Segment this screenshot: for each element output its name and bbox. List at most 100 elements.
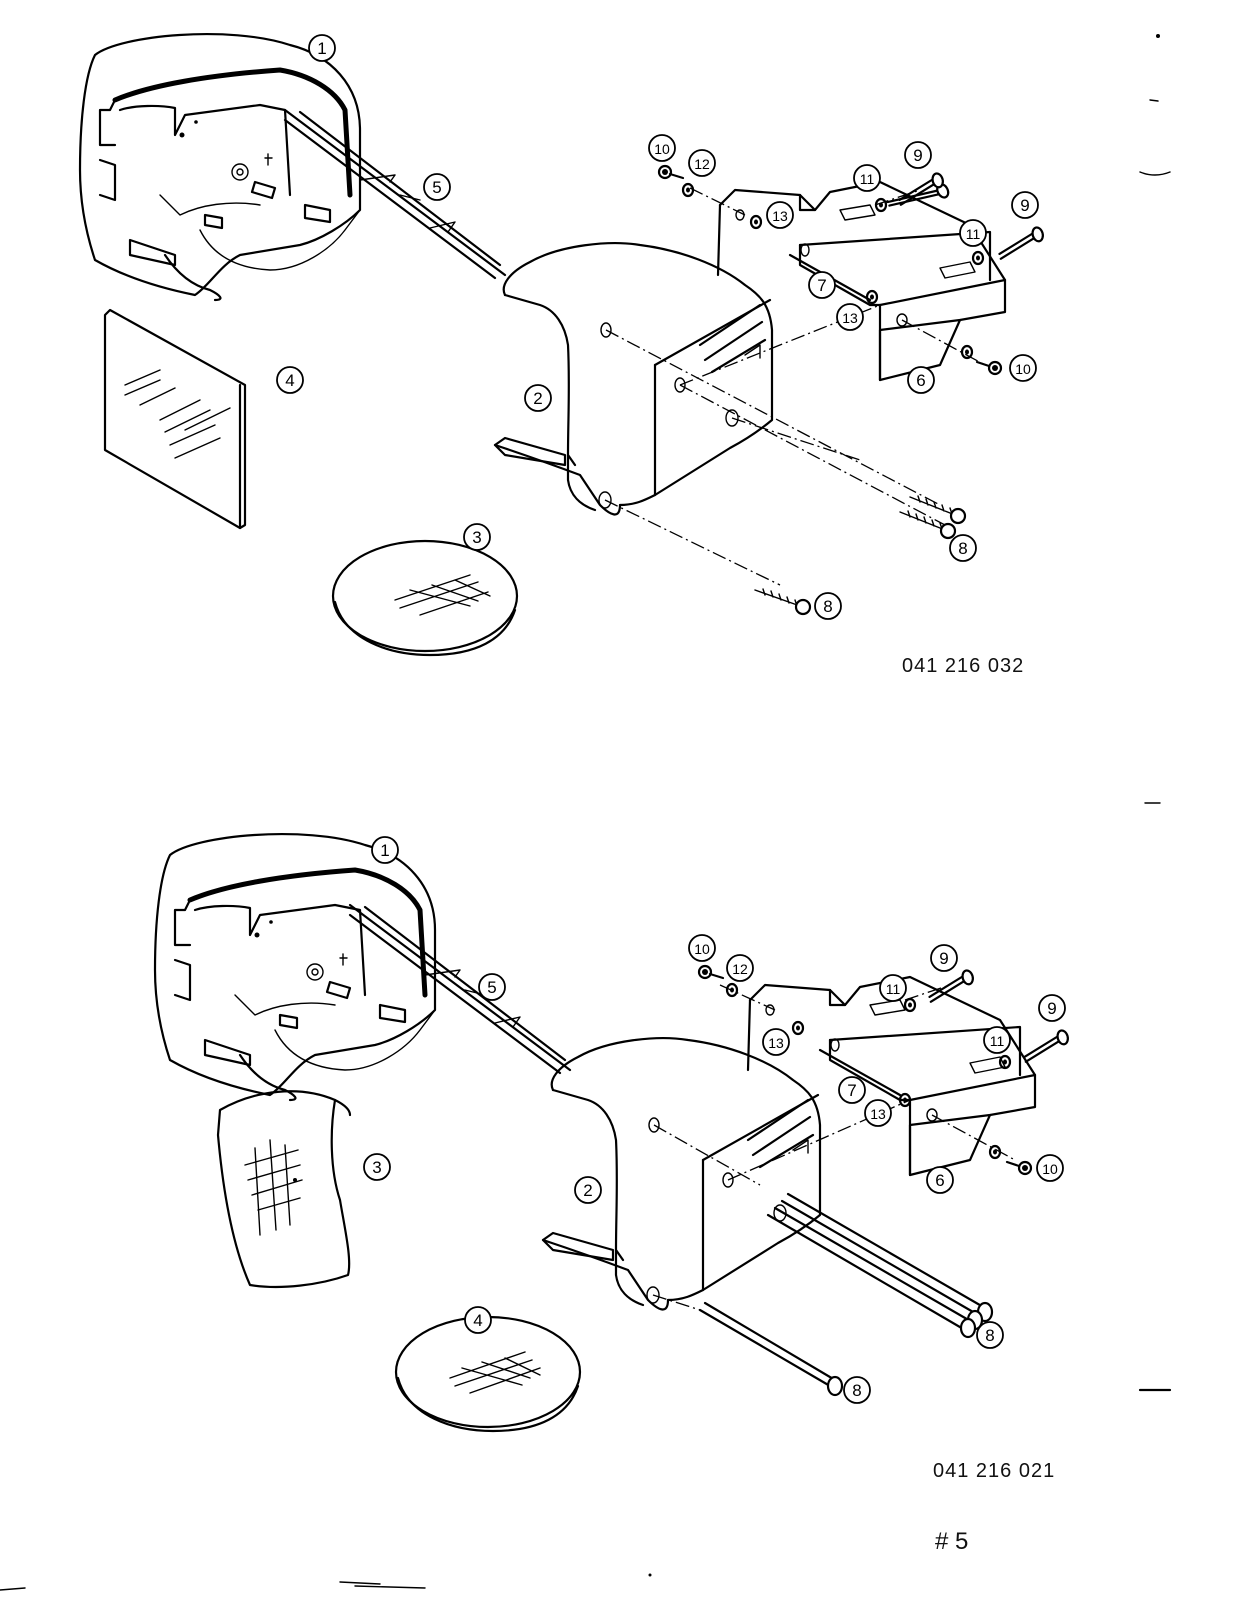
fasteners [697, 964, 1069, 1397]
callout-9: 9 [1011, 191, 1039, 219]
callout-label: 1 [317, 39, 326, 58]
bracket-part-6 [746, 975, 1037, 1177]
callout-label: 13 [842, 310, 858, 326]
callout-label: 2 [583, 1181, 592, 1200]
callout-13: 13 [766, 201, 794, 229]
callout-circle [726, 954, 754, 982]
callout-6: 6 [926, 1166, 954, 1194]
callout-12: 12 [726, 954, 754, 982]
callout-circle [648, 134, 676, 162]
callout-10: 10 [648, 134, 676, 162]
callout-8: 8 [843, 1376, 871, 1404]
callout-8: 8 [976, 1321, 1004, 1349]
callout-circle [276, 366, 304, 394]
callout-9: 9 [904, 141, 932, 169]
callout-label: 11 [990, 1033, 1005, 1049]
callout-circle [808, 271, 836, 299]
callout-label: 8 [958, 539, 967, 558]
callout-label: 11 [966, 226, 981, 242]
callout-label: 1 [380, 841, 389, 860]
callout-circle [478, 973, 506, 1001]
callout-7: 7 [808, 271, 836, 299]
callout-label: 10 [654, 141, 670, 157]
callout-5: 5 [478, 973, 506, 1001]
callout-circle [814, 592, 842, 620]
callout-8: 8 [949, 534, 977, 562]
housing-part-2 [541, 1037, 822, 1311]
callout-circle [926, 1166, 954, 1194]
hood-part-1 [80, 34, 360, 300]
callout-circle [423, 173, 451, 201]
callout-label: 4 [285, 371, 294, 390]
callout-11: 11 [879, 974, 907, 1002]
callout-3: 3 [363, 1153, 391, 1181]
page-number: # 5 [935, 1528, 969, 1555]
callout-label: 12 [732, 961, 748, 977]
callout-11: 11 [959, 219, 987, 247]
assembly-lines [652, 984, 1016, 1311]
callout-label: 9 [1047, 999, 1056, 1018]
drawing-number: 041 216 032 [902, 655, 1025, 677]
callout-10: 10 [1036, 1154, 1064, 1182]
callout-label: 8 [985, 1326, 994, 1345]
lens-part-3 [331, 539, 519, 657]
callout-label: 10 [694, 941, 710, 957]
callout-circle [838, 1076, 866, 1104]
callout-circle [464, 1306, 492, 1334]
drawing-number: 041 216 021 [933, 1460, 1056, 1482]
callout-9: 9 [930, 944, 958, 972]
callout-4: 4 [464, 1306, 492, 1334]
callout-2: 2 [524, 384, 552, 412]
callout-label: 3 [472, 528, 481, 547]
callout-label: 6 [916, 371, 925, 390]
fasteners [657, 164, 1044, 616]
callout-label: 8 [823, 597, 832, 616]
callout-1: 1 [308, 34, 336, 62]
callout-label: 7 [847, 1081, 856, 1100]
callout-label: 7 [817, 276, 826, 295]
callout-circle [524, 384, 552, 412]
callout-label: 10 [1015, 361, 1031, 377]
callout-label: 13 [768, 1035, 784, 1051]
callout-circle [930, 944, 958, 972]
callout-circle [1038, 994, 1066, 1022]
callout-6: 6 [907, 366, 935, 394]
callout-label: 2 [533, 389, 542, 408]
callout-12: 12 [688, 149, 716, 177]
lens-part-4 [394, 1315, 582, 1433]
callout-13: 13 [836, 303, 864, 331]
callout-circle [574, 1176, 602, 1204]
hood-part-1 [155, 834, 435, 1100]
callout-3: 3 [463, 523, 491, 551]
callout-7: 7 [838, 1076, 866, 1104]
callout-circle [688, 149, 716, 177]
assembly-lines [604, 187, 986, 586]
callout-label: 6 [935, 1171, 944, 1190]
callout-circle [843, 1376, 871, 1404]
callout-circle [463, 523, 491, 551]
callout-label: 8 [852, 1381, 861, 1400]
callout-13: 13 [864, 1099, 892, 1127]
callout-4: 4 [276, 366, 304, 394]
callout-circle [907, 366, 935, 394]
strap-part-5 [348, 903, 572, 1075]
callout-label: 10 [1042, 1161, 1058, 1177]
callout-circle [308, 34, 336, 62]
callout-circle [879, 974, 907, 1002]
callout-10: 10 [688, 934, 716, 962]
callout-circle [363, 1153, 391, 1181]
callout-label: 9 [939, 949, 948, 968]
callout-circle [904, 141, 932, 169]
callout-label: 9 [913, 146, 922, 165]
scan-marks [0, 34, 1172, 1591]
callout-circle [1036, 1154, 1064, 1182]
callout-label: 11 [860, 171, 875, 187]
callout-13: 13 [762, 1028, 790, 1056]
callout-label: 13 [772, 208, 788, 224]
window-part-4 [103, 308, 247, 530]
callout-9: 9 [1038, 994, 1066, 1022]
callout-circle [688, 934, 716, 962]
